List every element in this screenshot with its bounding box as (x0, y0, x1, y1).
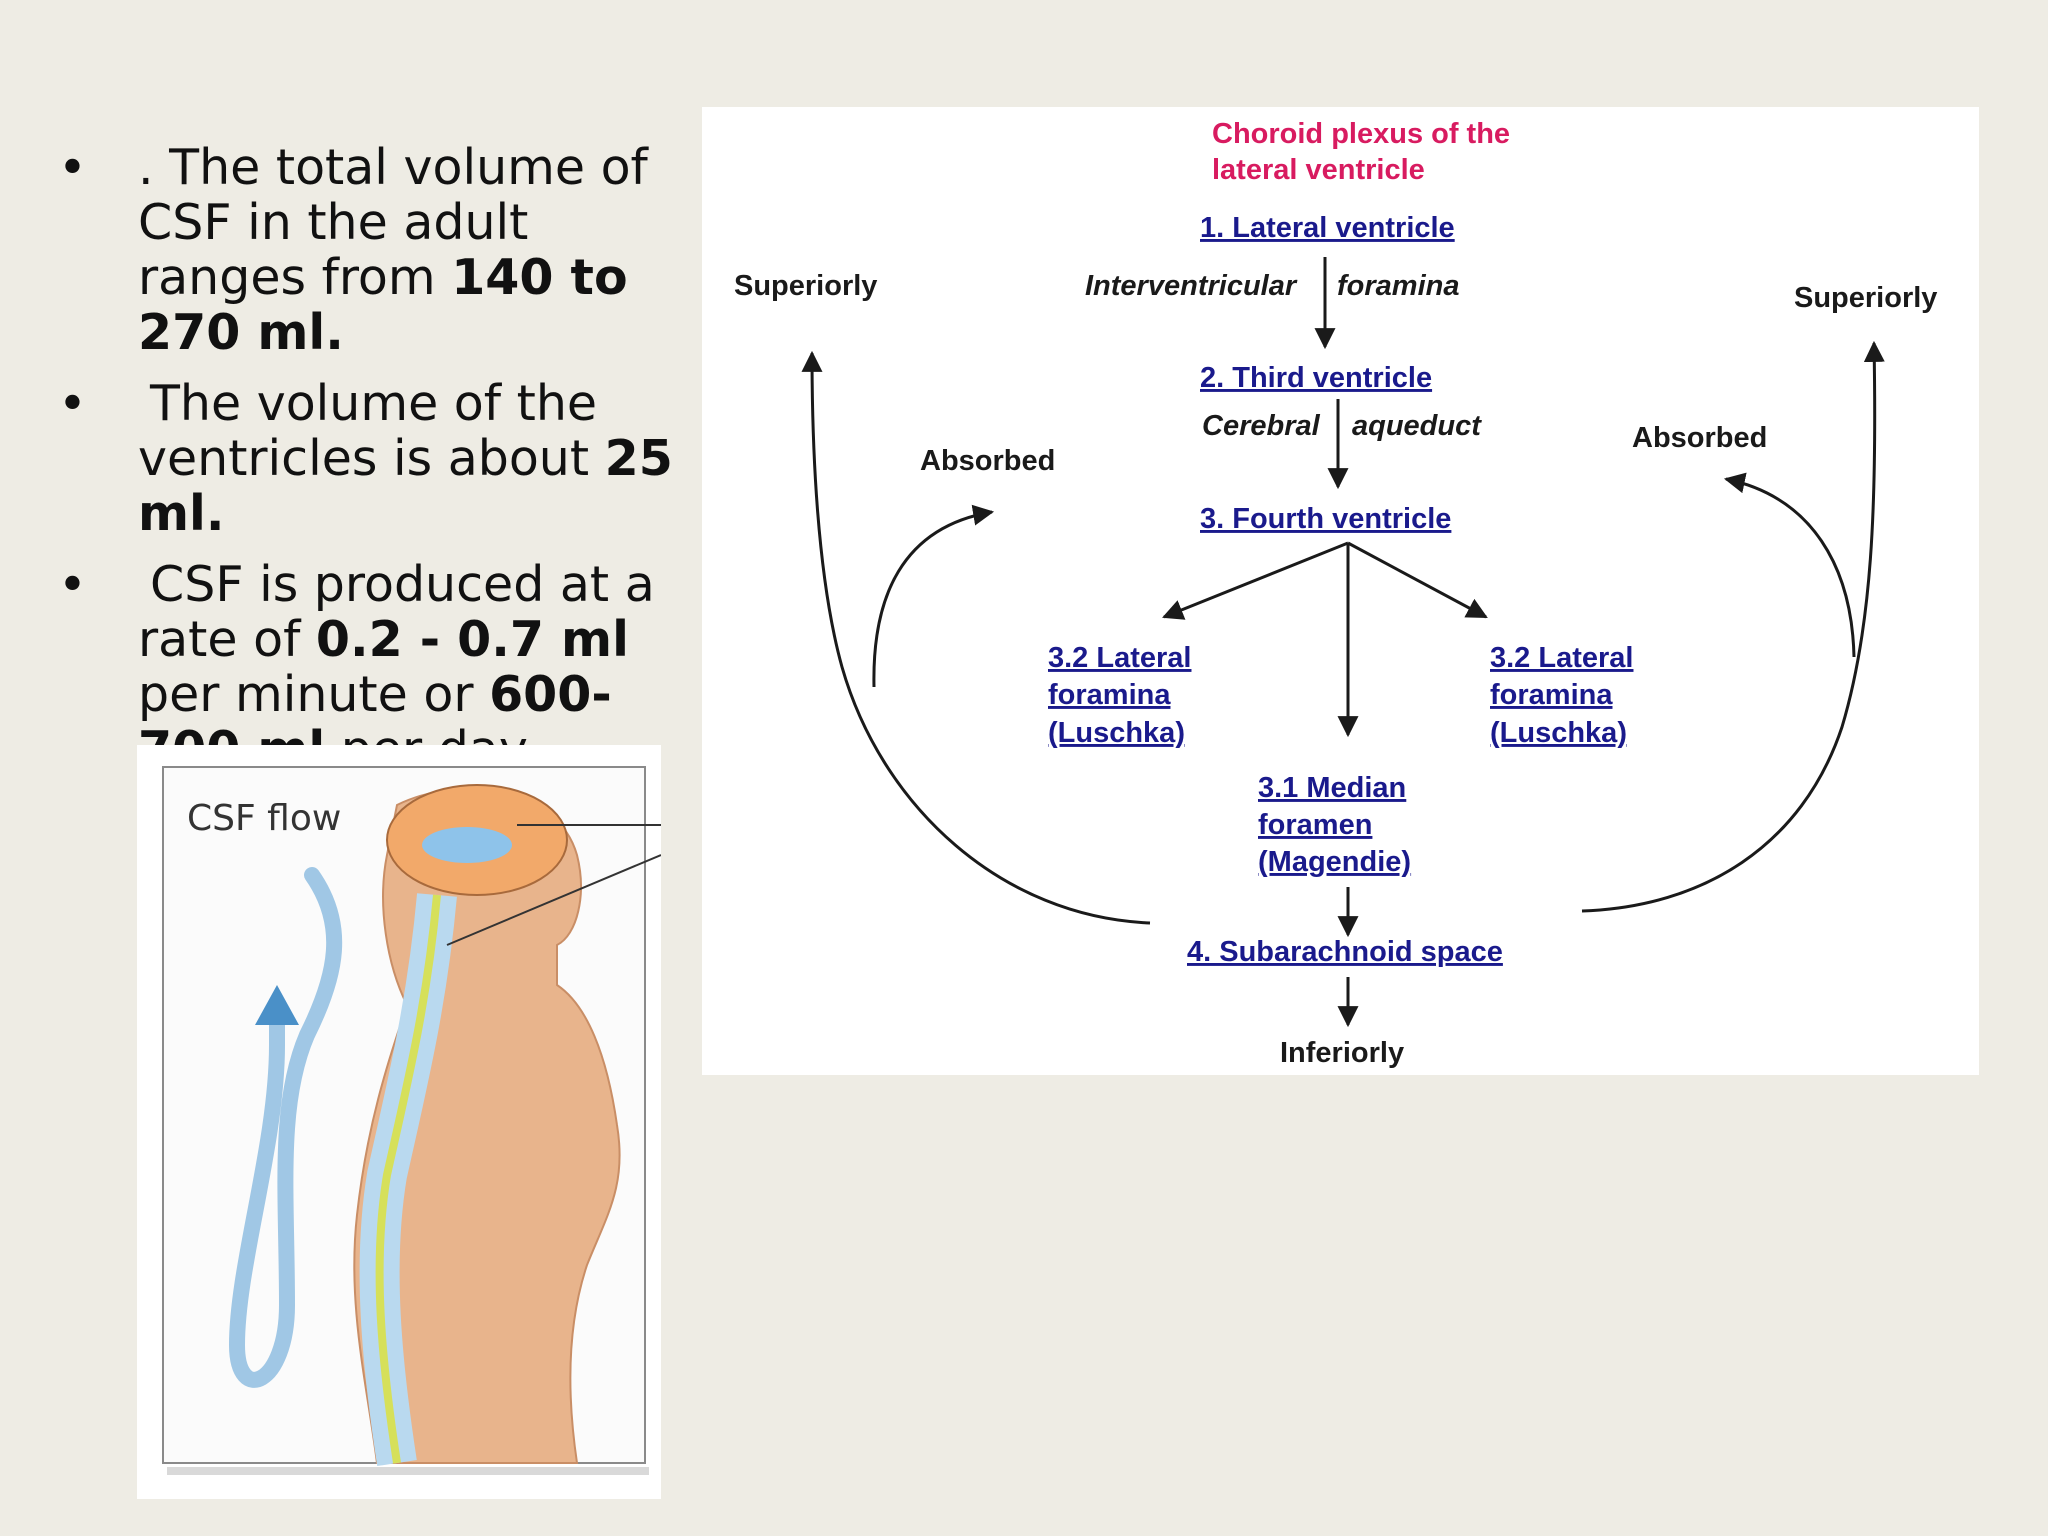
arrow-to-lateral-foramina-left (1162, 541, 1349, 620)
curve-subarachnoid-to-superiorly-left (801, 350, 1151, 925)
bullet-bold: 0.2 - 0.7 ml (315, 611, 629, 668)
lateral-foramina-right-line2: foramina (1490, 679, 1613, 711)
pointer-line-spine (446, 854, 661, 946)
bullet-list: • . The total volume of CSF in the adult… (58, 140, 678, 793)
curve-absorbed-right (1723, 472, 1856, 658)
superiorly-right-label: Superiorly (1794, 282, 1937, 314)
bullet-bold: 25 ml. (138, 430, 673, 542)
inferiorly-label: Inferiorly (1280, 1037, 1404, 1069)
bullet-item-total-volume: • . The total volume of CSF in the adult… (58, 140, 678, 360)
arrow-to-lateral-foramina-right (1347, 541, 1488, 619)
csf-flow-caption: CSF flow (187, 798, 341, 839)
bullet-dot: • (58, 556, 87, 613)
third-ventricle-label: 2. Third ventricle (1200, 362, 1432, 394)
lateral-foramina-left-line2: foramina (1048, 679, 1171, 711)
csf-pathway-diagram: Choroid plexus of the lateral ventricle … (702, 107, 1979, 1075)
spinal-cord (375, 894, 441, 1464)
flow-arrow-head-icon (255, 985, 299, 1025)
curve-subarachnoid-to-superiorly-right (1581, 340, 1885, 913)
lateral-ventricle-label: 1. Lateral ventricle (1200, 212, 1455, 244)
choroid-plexus-label-2: lateral ventricle (1212, 154, 1425, 186)
superiorly-left-label: Superiorly (734, 270, 877, 302)
bullet-text: The volume of the ventricles is about (138, 375, 605, 487)
fourth-ventricle-label: 3. Fourth ventricle (1200, 503, 1451, 535)
lateral-foramina-left-line3: (Luschka) (1048, 717, 1185, 749)
choroid-plexus-label: Choroid plexus of the (1212, 118, 1510, 150)
interventricular-label: Interventricular (1085, 270, 1298, 302)
foramina-label: foramina (1337, 270, 1459, 302)
cerebral-label: Cerebral (1202, 410, 1321, 442)
median-foramen-line3: (Magendie) (1258, 846, 1411, 878)
subarachnoid-space-label: 4. Subarachnoid space (1187, 936, 1503, 968)
bullet-dot: • (58, 139, 87, 196)
bullet-text: per minute or (138, 666, 490, 723)
lateral-foramina-left-line1: 3.2 Lateral (1048, 642, 1191, 674)
ventricle-shape (422, 827, 512, 863)
illustration-shadow (167, 1467, 649, 1475)
median-foramen-line1: 3.1 Median (1258, 772, 1406, 804)
median-foramen-line2: foramen (1258, 809, 1372, 841)
aqueduct-label: aqueduct (1352, 410, 1482, 442)
bullet-dot: • (58, 375, 87, 432)
absorbed-left-label: Absorbed (920, 445, 1055, 477)
bullet-item-production-rate: • CSF is produced at a rate of 0.2 - 0.7… (58, 557, 678, 777)
bullet-item-ventricle-volume: • The volume of the ventricles is about … (58, 376, 678, 541)
lateral-foramina-right-line3: (Luschka) (1490, 717, 1627, 749)
flow-arrow-path (228, 867, 343, 1388)
bullet-bold: 140 to 270 ml. (138, 249, 628, 361)
bullet-text: . The total volume of CSF in the adult r… (138, 139, 648, 306)
csf-flow-illustration: CSF flow (137, 745, 661, 1499)
curve-absorbed-left (872, 504, 995, 688)
lateral-foramina-right-line1: 3.2 Lateral (1490, 642, 1633, 674)
absorbed-right-label: Absorbed (1632, 422, 1767, 454)
bullet-text: CSF is produced at a rate of (138, 556, 655, 668)
